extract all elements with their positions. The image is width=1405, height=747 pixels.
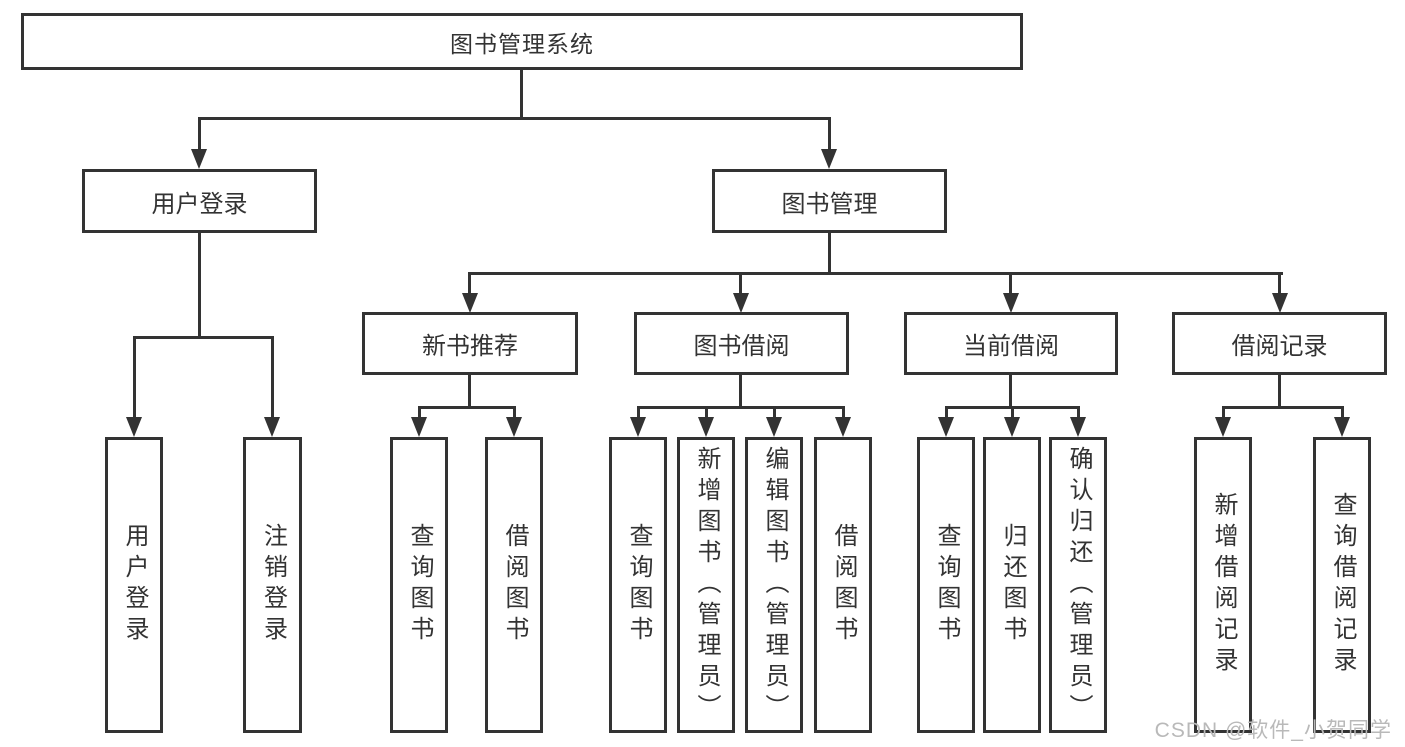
arrowhead bbox=[1272, 293, 1288, 313]
leaf-bb-add-books-admin: 新增图书（管理员） bbox=[677, 437, 735, 733]
connector bbox=[828, 117, 831, 153]
connector bbox=[198, 233, 201, 338]
connector bbox=[520, 69, 523, 118]
leaf-label: 查询借阅记录 bbox=[1329, 492, 1356, 678]
connector bbox=[1222, 406, 1344, 409]
node-borrow-records: 借阅记录 bbox=[1172, 312, 1387, 375]
connector bbox=[842, 406, 845, 421]
leaf-cb-return-books: 归还图书 bbox=[983, 437, 1041, 733]
leaf-label: 编辑图书（管理员） bbox=[761, 445, 788, 725]
connector bbox=[513, 406, 516, 421]
connector bbox=[133, 336, 136, 421]
arrowhead bbox=[630, 417, 646, 437]
connector bbox=[773, 406, 776, 421]
leaf-user-login: 用户登录 bbox=[105, 437, 163, 733]
arrowhead bbox=[733, 293, 749, 313]
arrowhead bbox=[1070, 417, 1086, 437]
connector bbox=[828, 233, 831, 275]
connector bbox=[468, 375, 471, 409]
leaf-br-add-record: 新增借阅记录 bbox=[1194, 437, 1252, 733]
arrowhead bbox=[938, 417, 954, 437]
node-root: 图书管理系统 bbox=[21, 13, 1023, 70]
leaf-label: 查询图书 bbox=[625, 523, 652, 647]
leaf-bb-borrow-books: 借阅图书 bbox=[814, 437, 872, 733]
connector bbox=[705, 406, 708, 421]
arrowhead bbox=[835, 417, 851, 437]
connector bbox=[1278, 375, 1281, 409]
leaf-cb-query-books: 查询图书 bbox=[917, 437, 975, 733]
leaf-label: 新增借阅记录 bbox=[1210, 492, 1237, 678]
leaf-label: 借阅图书 bbox=[830, 523, 857, 647]
node-book-management: 图书管理 bbox=[712, 169, 947, 233]
leaf-cb-confirm-return-admin: 确认归还（管理员） bbox=[1049, 437, 1107, 733]
leaf-bb-edit-books-admin: 编辑图书（管理员） bbox=[745, 437, 803, 733]
leaf-label: 用户登录 bbox=[121, 523, 148, 647]
connector bbox=[945, 406, 948, 421]
leaf-label: 新增图书（管理员） bbox=[693, 445, 720, 725]
arrowhead bbox=[264, 417, 280, 437]
connector bbox=[1077, 406, 1080, 421]
node-new-book-recommend: 新书推荐 bbox=[362, 312, 578, 375]
connector bbox=[1009, 272, 1012, 297]
arrowhead bbox=[462, 293, 478, 313]
connector bbox=[1341, 406, 1344, 421]
connector bbox=[198, 117, 201, 153]
arrowhead bbox=[766, 417, 782, 437]
connector bbox=[739, 375, 742, 409]
connector bbox=[469, 272, 1283, 275]
leaf-label: 注销登录 bbox=[259, 523, 287, 647]
arrowhead bbox=[1215, 417, 1231, 437]
arrowhead bbox=[1004, 417, 1020, 437]
arrowhead bbox=[506, 417, 522, 437]
node-current-borrow: 当前借阅 bbox=[904, 312, 1118, 375]
arrowhead bbox=[191, 149, 207, 169]
leaf-label: 查询图书 bbox=[933, 523, 960, 647]
connector bbox=[418, 406, 516, 409]
connector bbox=[271, 336, 274, 421]
connector bbox=[637, 406, 640, 421]
leaf-label: 查询图书 bbox=[406, 523, 433, 647]
node-book-borrow: 图书借阅 bbox=[634, 312, 849, 375]
connector bbox=[133, 336, 274, 339]
leaf-bb-query-books: 查询图书 bbox=[609, 437, 667, 733]
connector bbox=[468, 272, 471, 297]
leaf-label: 归还图书 bbox=[999, 523, 1026, 647]
leaf-nbr-query-books: 查询图书 bbox=[390, 437, 448, 733]
leaf-label: 确认归还（管理员） bbox=[1065, 445, 1092, 725]
arrowhead bbox=[1334, 417, 1350, 437]
leaf-br-query-record: 查询借阅记录 bbox=[1313, 437, 1371, 733]
arrowhead bbox=[821, 149, 837, 169]
arrowhead bbox=[126, 417, 142, 437]
connector bbox=[1011, 406, 1014, 421]
connector bbox=[198, 117, 831, 120]
arrowhead bbox=[698, 417, 714, 437]
leaf-nbr-borrow-books: 借阅图书 bbox=[485, 437, 543, 733]
connector bbox=[418, 406, 421, 421]
node-user-login: 用户登录 bbox=[82, 169, 317, 233]
leaf-logout: 注销登录 bbox=[243, 437, 302, 733]
connector bbox=[739, 272, 742, 297]
leaf-label: 借阅图书 bbox=[501, 523, 528, 647]
connector bbox=[1222, 406, 1225, 421]
connector bbox=[1009, 375, 1012, 409]
connector bbox=[1278, 272, 1281, 297]
watermark: CSDN @软件_小贺同学 bbox=[1154, 719, 1392, 742]
connector bbox=[637, 406, 845, 409]
arrowhead bbox=[1003, 293, 1019, 313]
arrowhead bbox=[411, 417, 427, 437]
